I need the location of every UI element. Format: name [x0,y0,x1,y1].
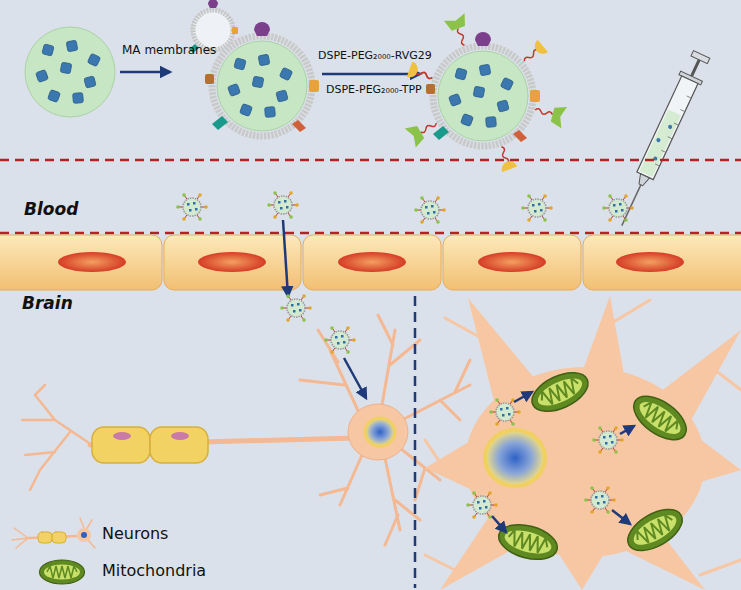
vessel-boundary [0,159,741,162]
process-label: DSPE-PEG₂₀₀₀-RVG29 [318,50,432,63]
crossing-arrow [283,220,288,296]
vessel-boundary [0,232,741,235]
zoomed-neuron-branches [425,300,741,575]
brain-nanoparticles [280,294,356,354]
process-label: DSPE-PEG₂₀₀₀-TPP [326,84,422,97]
blood-nanoparticles [176,191,634,224]
cell-nanoparticles [466,398,624,519]
myelin-sheath [92,427,208,463]
zoomed-nucleus [485,430,545,486]
region-label: Blood [24,200,78,220]
legend-text: Neurons [102,524,168,543]
zoomed-neuron [425,296,741,590]
targeting-arrows [492,392,634,532]
endothelial-cells [0,235,741,290]
coated-nanoparticle [205,22,319,136]
functionalized-nanoparticle [405,13,567,172]
nanoparticle-core [25,27,115,117]
process-arrow [322,73,420,76]
region-label: Brain [22,294,73,314]
legend-text: Mitochondria [102,561,206,580]
legend-mitochondria-icon [40,560,85,584]
uptake-arrow [344,358,366,398]
neuron-nucleus [365,418,395,446]
legend-entry: Mitochondria [102,562,206,580]
legend-entry: Neurons [102,525,168,543]
neuron [22,315,470,545]
process-label: MA membranes [122,44,216,58]
neuron-soma [348,404,408,460]
process-arrow [120,71,170,74]
legend-neuron-icon [12,518,95,548]
divider [414,296,417,588]
mitochondria [495,365,694,565]
syringe [611,49,713,230]
